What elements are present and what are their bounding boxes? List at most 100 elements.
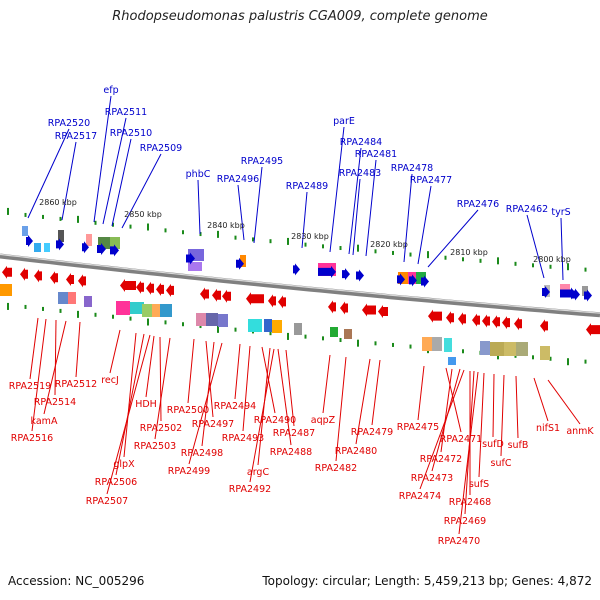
feature-block bbox=[206, 313, 218, 326]
gene-label-bottom: recJ bbox=[101, 375, 119, 386]
callout-line-top bbox=[352, 178, 361, 256]
tick-mark-bottom bbox=[59, 308, 62, 313]
gene-label-top: tyrS bbox=[551, 207, 570, 218]
tick-mark-top bbox=[129, 224, 132, 229]
gene-arrow-reverse bbox=[66, 273, 74, 287]
tick-mark-top bbox=[427, 251, 429, 259]
callout-line-bottom bbox=[335, 356, 347, 462]
kbp-label: 2850 kbp bbox=[124, 210, 162, 219]
gene-arrow-reverse bbox=[586, 323, 600, 337]
callout-line-bottom bbox=[547, 379, 581, 425]
tick-mark-top bbox=[462, 257, 464, 262]
gene-arrow-reverse bbox=[492, 315, 500, 329]
feature-block bbox=[218, 314, 228, 327]
tick-mark-bottom bbox=[374, 341, 377, 346]
gene-arrow-forward bbox=[97, 242, 106, 255]
feature-block bbox=[110, 237, 120, 249]
callout-line-bottom bbox=[75, 321, 81, 378]
gene-arrow-reverse bbox=[34, 269, 42, 283]
gene-label-bottom: RPA2473 bbox=[411, 473, 453, 484]
gene-label-top: RPA2477 bbox=[410, 175, 452, 186]
callout-line-bottom bbox=[242, 345, 251, 432]
feature-block bbox=[504, 342, 516, 356]
feature-block bbox=[444, 338, 452, 352]
feature-block bbox=[516, 342, 528, 356]
gene-label-top: RPA2481 bbox=[355, 149, 397, 160]
gene-label-top: parE bbox=[333, 116, 355, 127]
gene-arrow-reverse bbox=[78, 274, 86, 288]
feature-block bbox=[188, 262, 202, 271]
feature-block bbox=[272, 320, 282, 333]
feature-layer bbox=[0, 226, 588, 365]
gene-label-bottom: sufD bbox=[482, 439, 504, 450]
callout-line-bottom bbox=[277, 348, 292, 446]
tick-mark-top bbox=[147, 223, 149, 231]
callout-line-bottom bbox=[234, 343, 241, 400]
gene-arrow-forward bbox=[110, 244, 119, 257]
gene-label-bottom: RPA2479 bbox=[351, 427, 393, 438]
callout-line-bottom bbox=[43, 320, 67, 415]
kbp-label: 2860 kbp bbox=[39, 198, 77, 207]
gene-label-bottom: RPA2498 bbox=[181, 448, 223, 459]
callout-line-bottom bbox=[285, 349, 295, 427]
gene-arrow-reverse bbox=[50, 271, 58, 285]
callout-line-top bbox=[526, 214, 545, 279]
gene-arrow-reverse bbox=[212, 288, 221, 302]
gene-label-bottom: RPA2506 bbox=[95, 477, 137, 488]
kbp-label: 2840 kbp bbox=[207, 221, 245, 230]
tick-mark-top bbox=[532, 263, 534, 268]
gene-label-top: RPA2483 bbox=[339, 168, 381, 179]
backbone-line bbox=[0, 253, 600, 318]
tick-mark-bottom bbox=[7, 302, 9, 310]
callout-line-bottom bbox=[109, 329, 121, 374]
callout-line-bottom bbox=[54, 319, 57, 396]
callout-line-top bbox=[237, 184, 245, 241]
feature-block bbox=[86, 234, 92, 246]
gene-label-bottom: RPA2475 bbox=[397, 422, 439, 433]
tick-mark-top bbox=[287, 237, 289, 245]
callout-line-bottom bbox=[355, 358, 371, 445]
feature-block bbox=[490, 342, 504, 356]
tick-mark-bottom bbox=[94, 312, 97, 317]
tick-mark-top bbox=[374, 249, 377, 254]
tick-mark-bottom bbox=[287, 332, 289, 340]
gene-arrow-forward bbox=[236, 257, 244, 270]
gene-arrow-reverse bbox=[2, 265, 12, 279]
gene-arrow-reverse bbox=[156, 282, 164, 296]
gene-label-top: RPA2476 bbox=[457, 199, 499, 210]
tick-mark-top bbox=[24, 212, 27, 217]
callout-line-bottom bbox=[249, 348, 275, 483]
gene-label-bottom: RPA2502 bbox=[140, 423, 182, 434]
feature-block bbox=[248, 319, 262, 332]
tick-layer bbox=[7, 207, 587, 366]
feature-block bbox=[344, 329, 352, 339]
tick-mark-top bbox=[409, 252, 412, 257]
gene-label-top: RPA2510 bbox=[110, 128, 152, 139]
gene-arrow-reverse bbox=[446, 311, 454, 325]
gene-label-bottom: anmK bbox=[566, 426, 594, 437]
gene-label-bottom: sufS bbox=[469, 479, 489, 490]
topology-text: Topology: circular; Length: 5,459,213 bp… bbox=[262, 574, 592, 588]
gene-label-bottom: RPA2507 bbox=[86, 496, 128, 507]
gene-arrow-forward bbox=[397, 273, 405, 286]
gene-label-bottom: nifS1 bbox=[536, 423, 560, 434]
tick-mark-top bbox=[7, 207, 9, 215]
tick-mark-bottom bbox=[462, 349, 464, 354]
tick-mark-top bbox=[549, 264, 552, 269]
tick-mark-bottom bbox=[357, 339, 359, 347]
callout-line-top bbox=[93, 95, 112, 223]
gene-label-top: RPA2509 bbox=[140, 143, 182, 154]
feature-block bbox=[0, 284, 12, 296]
gene-label-bottom: RPA2499 bbox=[168, 466, 210, 477]
feature-block bbox=[422, 337, 432, 351]
feature-block bbox=[84, 296, 92, 307]
gene-arrow-forward bbox=[82, 241, 89, 254]
callout-line-top bbox=[111, 138, 132, 227]
tick-mark-bottom bbox=[182, 322, 184, 327]
gene-arrow-reverse bbox=[278, 295, 286, 309]
tick-mark-bottom bbox=[567, 358, 569, 366]
gene-label-bottom: RPA2468 bbox=[449, 497, 491, 508]
callout-line-top bbox=[102, 117, 127, 225]
